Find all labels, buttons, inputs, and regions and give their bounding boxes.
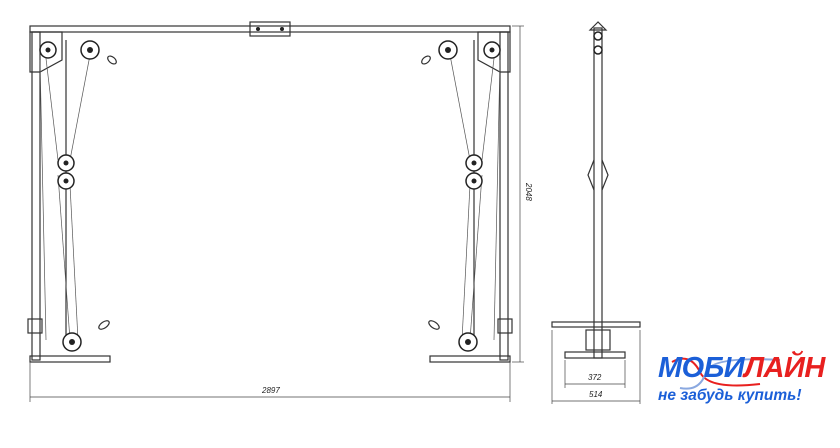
side-view: 372 514 — [551, 21, 641, 404]
side-post — [593, 27, 603, 359]
right-post — [499, 31, 509, 361]
side-base-foot — [564, 351, 626, 359]
side-base-bar — [551, 321, 641, 328]
left-post — [31, 31, 41, 361]
width-dimension: 2897 — [29, 362, 511, 402]
width-dimension-label: 2897 — [261, 386, 280, 395]
left-corner-plate — [29, 31, 63, 73]
front-view: 2897 2048 — [27, 21, 533, 402]
logo-tagline: не забудь купить! — [658, 387, 802, 404]
right-corner-plate — [477, 31, 511, 73]
height-dimension: 2048 — [512, 25, 533, 363]
pulleys — [39, 40, 501, 352]
cables — [39, 49, 501, 341]
left-base-foot — [29, 355, 111, 363]
logo-brand-part2: ЛАЙН — [744, 352, 825, 384]
right-base-foot — [429, 355, 511, 363]
inner-base-label: 372 — [588, 373, 602, 382]
logo-brand: МОБИЛАЙН — [658, 352, 838, 384]
outer-base-label: 514 — [589, 390, 603, 399]
logo-brand-part1: МОБИ — [658, 352, 745, 384]
beam-center-connector — [249, 21, 291, 37]
cable-handles — [98, 55, 440, 330]
mobilain-logo: МОБИЛАЙН не забудь купить! — [658, 352, 838, 405]
outer-base-dimension: 514 — [551, 330, 641, 404]
inner-base-dimension: 372 — [564, 360, 626, 388]
height-dimension-label: 2048 — [524, 182, 533, 201]
logo-swoosh — [671, 357, 781, 390]
top-beam — [29, 25, 511, 33]
